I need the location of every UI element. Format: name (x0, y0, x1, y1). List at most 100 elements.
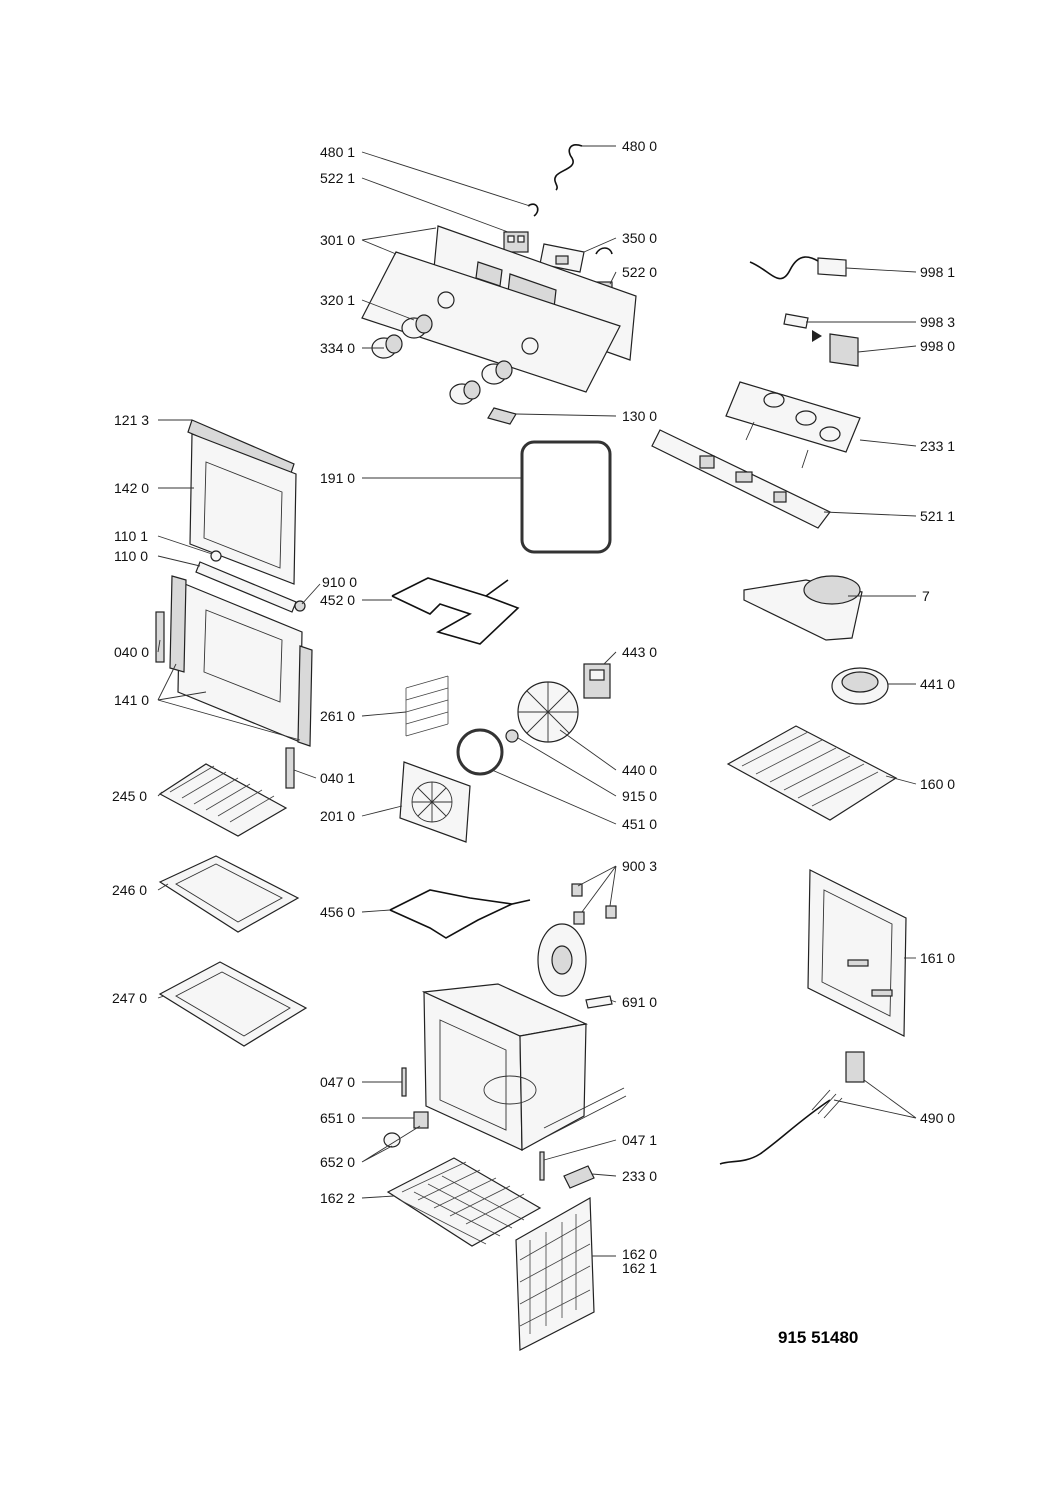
knob-pair-lower (449, 360, 513, 405)
deep-tray-247-0 (158, 961, 308, 1047)
label-162-1: 162 1 (622, 1260, 657, 1276)
door-bar-110-0 (195, 561, 297, 613)
label-652-0: 652 0 (320, 1154, 355, 1170)
cable-998-1 (749, 256, 821, 280)
knob-334-0 (371, 334, 403, 359)
label-247-0: 247 0 (112, 990, 147, 1006)
label-121-3: 121 3 (114, 412, 149, 428)
label-998-3 (783, 313, 809, 329)
bracket-233-1 (725, 381, 861, 469)
label-998-1: 998 1 (920, 264, 955, 280)
label-233-1: 233 1 (920, 438, 955, 454)
probe-047-1 (539, 1151, 545, 1181)
leader-lines (157, 145, 917, 1257)
door-glass-142-0 (189, 433, 297, 585)
label-998-3: 998 3 (920, 314, 955, 330)
label-441-0: 441 0 (920, 676, 955, 692)
hinge-040-0 (155, 611, 165, 663)
knob-320-1 (401, 314, 433, 339)
bracket-233-0 (563, 1165, 595, 1189)
baking-tray-246-0 (158, 855, 300, 933)
label-047-1: 047 1 (622, 1132, 657, 1148)
label-245-0: 245 0 (112, 788, 147, 804)
label-130-0: 130 0 (622, 408, 657, 424)
label-047-0: 047 0 (320, 1074, 355, 1090)
label-110-0: 110 0 (114, 548, 148, 564)
front-panel-glass (361, 251, 621, 393)
label-443-0: 443 0 (622, 644, 657, 660)
circuit-board-521-1 (651, 429, 831, 529)
label-452-0: 452 0 (320, 592, 355, 608)
grill-element-452-0 (391, 577, 520, 645)
fan-blade-440-0 (517, 681, 579, 743)
fan-disc-691-0 (537, 923, 613, 1009)
label-334-0: 334 0 (320, 340, 355, 356)
label-490-0: 490 0 (920, 1110, 955, 1126)
label-110-1: 110 1 (114, 528, 148, 544)
label-522-1: 522 1 (320, 170, 355, 186)
wire-harness-480-0 (554, 144, 583, 191)
label-522-0: 522 0 (622, 264, 657, 280)
probe-047-0 (401, 1067, 407, 1097)
timer-350-0 (539, 243, 613, 273)
label-651-0: 651 0 (320, 1110, 355, 1126)
label-440-0: 440 0 (622, 762, 657, 778)
door-frame-141-0 (169, 575, 313, 747)
wire-480-1 (527, 203, 539, 217)
label-350-0: 350 0 (622, 230, 657, 246)
label-456-0: 456 0 (320, 904, 355, 920)
wiring-490-0 (719, 1051, 865, 1165)
label-261-0: 261 0 (320, 708, 355, 724)
plug-998-1 (817, 257, 847, 277)
label-040-1: 040 1 (320, 770, 355, 786)
lamp-652-0 (383, 1132, 401, 1148)
label-7: 7 (922, 588, 930, 604)
label-141-0: 141 0 (114, 692, 149, 708)
label-480-0: 480 0 (622, 138, 657, 154)
label-201-0: 201 0 (320, 808, 355, 824)
oven-cavity (421, 983, 627, 1152)
label-910-0: 910 0 (322, 574, 357, 590)
nut-915-0 (505, 729, 519, 743)
label-161-0: 161 0 (920, 950, 955, 966)
label-233-0: 233 0 (622, 1168, 657, 1184)
rear-cover-201-0 (399, 761, 471, 843)
label-301-0: 301 0 (320, 232, 355, 248)
hinge-040-1 (285, 747, 295, 789)
label-915-0: 915 0 (622, 788, 657, 804)
grill-rack-160-0 (726, 725, 898, 821)
label-320-1: 320 1 (320, 292, 355, 308)
arrow-icon (812, 330, 822, 342)
lamp-holder-651-0 (413, 1111, 429, 1129)
label-142-0: 142 0 (114, 480, 149, 496)
label-160-0: 160 0 (920, 776, 955, 792)
label-998-0: 998 0 (920, 338, 955, 354)
label-691-0: 691 0 (622, 994, 657, 1010)
label-040-0: 040 0 (114, 644, 149, 660)
circular-element-451-0 (456, 728, 504, 776)
switch-522-1 (503, 231, 529, 253)
fan-441-0 (831, 667, 889, 705)
label-246-0: 246 0 (112, 882, 147, 898)
label-162-0: 162 0 (622, 1246, 657, 1262)
part-labels: 480 1 480 0 522 1 301 0 350 0 522 0 320 … (112, 138, 955, 1276)
clips-900-3 (571, 883, 617, 925)
fan-motor-443-0 (583, 663, 611, 699)
rear-panel-162-0 (515, 1196, 595, 1351)
label-191-0: 191 0 (320, 470, 355, 486)
module-998-0 (829, 333, 859, 367)
gasket-191-0 (520, 440, 612, 554)
label-480-1: 480 1 (320, 144, 355, 160)
grid-panel-162-2 (386, 1157, 542, 1247)
label-451-0: 451 0 (622, 816, 657, 832)
bottom-element-456-0 (389, 889, 531, 939)
fan-housing-7 (743, 575, 863, 641)
label-521-1: 521 1 (920, 508, 955, 524)
deep-tray-247-0-inner (175, 971, 291, 1037)
side-panel-161-0 (807, 869, 907, 1037)
baking-tray-246-0-inner (175, 863, 283, 923)
bracket-130-0 (487, 407, 517, 425)
hinge-pin-110-1 (210, 550, 222, 562)
door-glass-142-0-inner (203, 461, 283, 569)
